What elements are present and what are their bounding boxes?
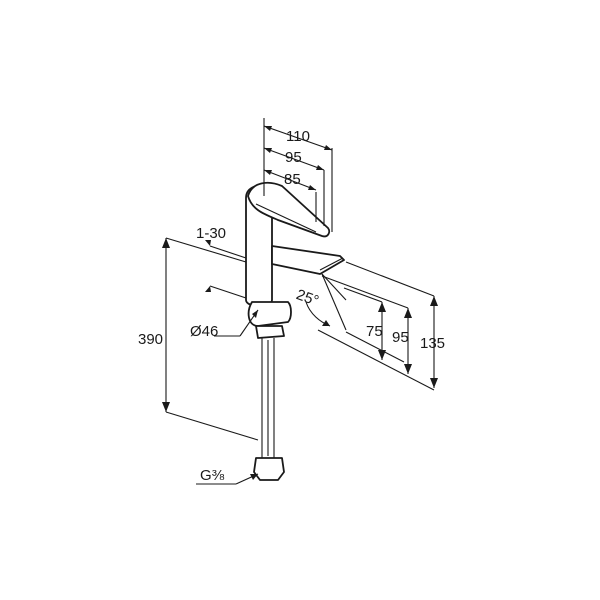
supply-hose xyxy=(261,338,275,458)
dim-75-label: 75 xyxy=(366,323,383,340)
hose-fitting xyxy=(253,457,285,481)
angle-dimension: 25° xyxy=(294,273,347,331)
mounting-nut xyxy=(255,325,285,339)
dim-110-label: 110 xyxy=(286,128,310,145)
lever-handle xyxy=(247,181,331,238)
dim-85-label: 85 xyxy=(284,171,301,188)
faucet-body xyxy=(245,184,273,307)
right-dimensions: 75 95 135 xyxy=(317,261,445,391)
height-390-dimension: 390 xyxy=(138,237,259,441)
dim-135-label: 135 xyxy=(420,335,445,352)
dim-95-top-label: 95 xyxy=(285,149,302,166)
dim-diameter-label: Ø46 xyxy=(190,323,218,340)
lever-handle-edge xyxy=(255,203,317,233)
thread-label: G⅜ xyxy=(200,467,225,484)
faucet-base xyxy=(247,301,292,327)
spout xyxy=(271,245,345,275)
spout-edge xyxy=(319,257,344,271)
offset-dimension: 1-30 xyxy=(196,225,247,299)
dim-angle-label: 25° xyxy=(294,286,321,310)
dim-1-30-label: 1-30 xyxy=(196,225,226,242)
faucet-outline xyxy=(245,181,345,481)
dim-95-right-label: 95 xyxy=(392,329,409,346)
thread-dimension: G⅜ xyxy=(196,467,259,485)
diameter-dimension: Ø46 xyxy=(190,309,259,340)
dim-390-label: 390 xyxy=(138,331,163,348)
top-dimensions: 110 95 85 xyxy=(263,118,333,232)
